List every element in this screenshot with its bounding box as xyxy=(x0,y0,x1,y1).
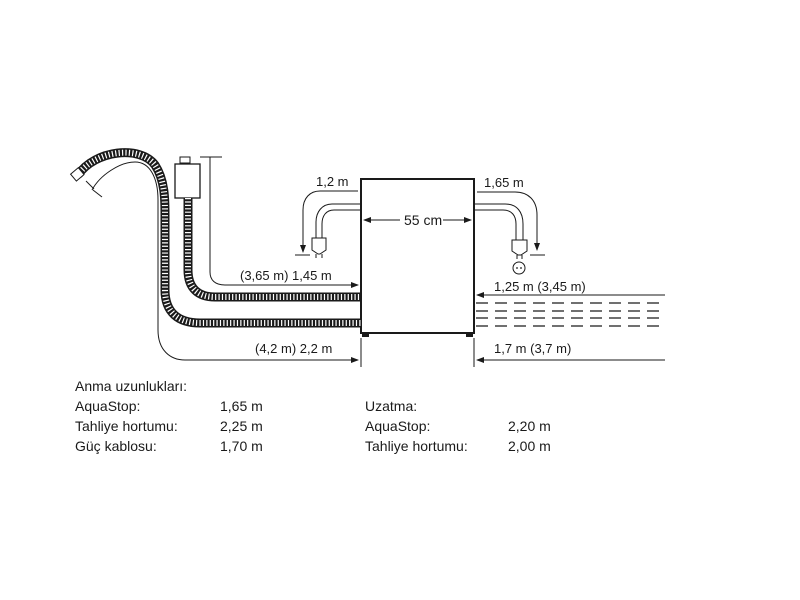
right-upper-label: 1,25 m (3,45 m) xyxy=(494,279,586,294)
list-item: AquaStop: 1,65 m xyxy=(75,396,263,416)
nominal-lengths: Anma uzunlukları: AquaStop: 1,65 m Tahliy… xyxy=(75,376,263,456)
item-label: Tahliye hortumu: xyxy=(75,418,178,434)
item-value: 1,70 m xyxy=(220,438,263,454)
aquastop-hose-label: (3,65 m) 1,45 m xyxy=(240,268,332,283)
item-label: AquaStop: xyxy=(365,418,431,434)
item-label: Tahliye hortumu: xyxy=(365,438,468,454)
width-label: 55 cm xyxy=(404,212,442,228)
power-cord-left xyxy=(311,203,361,258)
dishwasher-body xyxy=(360,178,475,337)
item-value: 2,25 m xyxy=(220,418,263,434)
socket-icon xyxy=(512,261,526,275)
dimension-lines xyxy=(85,156,665,367)
extension-lengths: Uzatma: AquaStop: 2,20 m Tahliye hortumu:… xyxy=(365,396,551,456)
power-cord-right xyxy=(474,203,528,259)
aquastop-hose xyxy=(174,156,361,302)
list-item: AquaStop: 2,20 m xyxy=(365,416,551,436)
drain-hose-label: (4,2 m) 2,2 m xyxy=(255,341,332,356)
item-value: 2,00 m xyxy=(508,438,551,454)
item-label: AquaStop: xyxy=(75,398,141,414)
list-item: Tahliye hortumu: 2,25 m xyxy=(75,416,263,436)
nominal-title: Anma uzunlukları: xyxy=(75,378,188,394)
cord-right-label: 1,65 m xyxy=(484,175,524,190)
list-item: Tahliye hortumu: 2,00 m xyxy=(365,436,551,456)
cord-left-label: 1,2 m xyxy=(316,174,349,189)
right-lower-label: 1,7 m (3,7 m) xyxy=(494,341,571,356)
list-item: Güç kablosu: 1,70 m xyxy=(75,436,263,456)
item-label: Güç kablosu: xyxy=(75,438,157,454)
item-value: 2,20 m xyxy=(508,418,551,434)
drain-hose xyxy=(69,148,361,328)
item-value: 1,65 m xyxy=(220,398,263,414)
extension-title: Uzatma: xyxy=(365,398,418,414)
